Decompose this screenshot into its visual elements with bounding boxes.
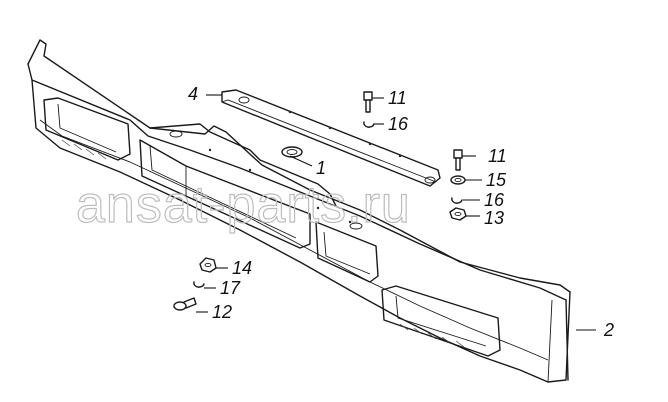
callout-15: 15: [486, 170, 507, 190]
leader-lines: [196, 94, 596, 331]
center-opening: [139, 139, 379, 283]
bolt-12: [173, 297, 197, 311]
right-light-recess: [381, 285, 501, 357]
callout-16-upper: 16: [388, 114, 409, 134]
washer-17: [193, 281, 205, 288]
bolt-11-upper: [363, 91, 373, 113]
callout-1: 1: [316, 158, 326, 178]
bolt-11-right: [453, 149, 463, 171]
watermark: ansat-parts.ru: [76, 176, 411, 234]
callout-17: 17: [220, 278, 241, 298]
callout-13: 13: [484, 208, 504, 228]
washer-16-right: [451, 197, 463, 204]
callout-2: 2: [603, 320, 614, 340]
mounting-plate: [221, 89, 441, 187]
washer-16-upper: [363, 121, 375, 128]
washer-15: [450, 175, 466, 185]
callout-4: 4: [188, 84, 198, 104]
callout-11-upper: 11: [388, 88, 407, 108]
nut-13: [449, 207, 467, 221]
callout-14: 14: [232, 258, 252, 278]
callout-12: 12: [212, 302, 232, 322]
callout-11-right: 11: [488, 146, 507, 166]
callout-16-right: 16: [484, 190, 505, 210]
left-light-recess: [43, 97, 131, 161]
nut-14: [199, 257, 217, 273]
callout-labels: 4 1 2 11 16 11 15 16 13 14 17 12: [188, 84, 614, 340]
bumper-body: [27, 39, 571, 383]
